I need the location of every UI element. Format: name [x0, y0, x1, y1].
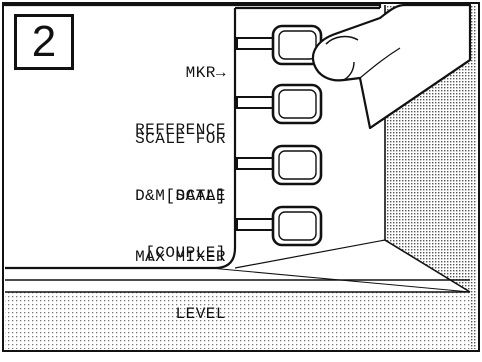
softkey-4-stem — [236, 218, 274, 231]
softkey-1-label-line1: MKR→ — [185, 64, 226, 82]
softkey-1-label: MKR→ REFERENCE — [135, 26, 226, 178]
softkey-3-stem — [236, 157, 274, 170]
softkey-1[interactable] — [236, 24, 323, 66]
softkey-2[interactable] — [236, 83, 323, 125]
softkey-3-label: D&M SCALE [COUPLE] — [135, 149, 226, 301]
softkey-3-label-line1: D&M SCALE — [135, 187, 226, 205]
step-number: 2 — [31, 17, 57, 66]
softkey-4[interactable] — [236, 205, 323, 247]
softkey-3-button[interactable] — [271, 144, 323, 186]
softkey-4-button[interactable] — [271, 205, 323, 247]
softkey-4-label-line1: MAX MIXER — [135, 248, 226, 266]
bevel-floor — [209, 267, 471, 293]
finger-icon — [311, 3, 472, 130]
softkey-4-label: MAX MIXER LEVEL — [135, 210, 226, 362]
softkey-3-label-line2: [COUPLE] — [145, 244, 226, 262]
panel-drawing — [2, 2, 480, 352]
softkey-2-button[interactable] — [271, 83, 323, 125]
softkey-4-label-line2: LEVEL — [175, 305, 226, 323]
instrument-panel-illustration: 2 MKR→ REFERENCE SCALE FOR [DATA] D&M SC… — [2, 2, 480, 352]
softkey-2-label-line2: [DATA] — [165, 187, 226, 205]
softkey-2-label: SCALE FOR [DATA] — [135, 92, 226, 244]
softkey-1-stem — [236, 37, 274, 50]
softkey-2-stem — [236, 96, 274, 109]
softkey-3[interactable] — [236, 144, 323, 186]
bevel-line — [234, 239, 386, 269]
softkey-1-label-line2: REFERENCE — [135, 121, 226, 139]
softkey-2-label-line1: SCALE FOR — [135, 130, 226, 148]
bottom-bezel — [5, 292, 470, 349]
step-number-badge: 2 — [14, 14, 74, 70]
